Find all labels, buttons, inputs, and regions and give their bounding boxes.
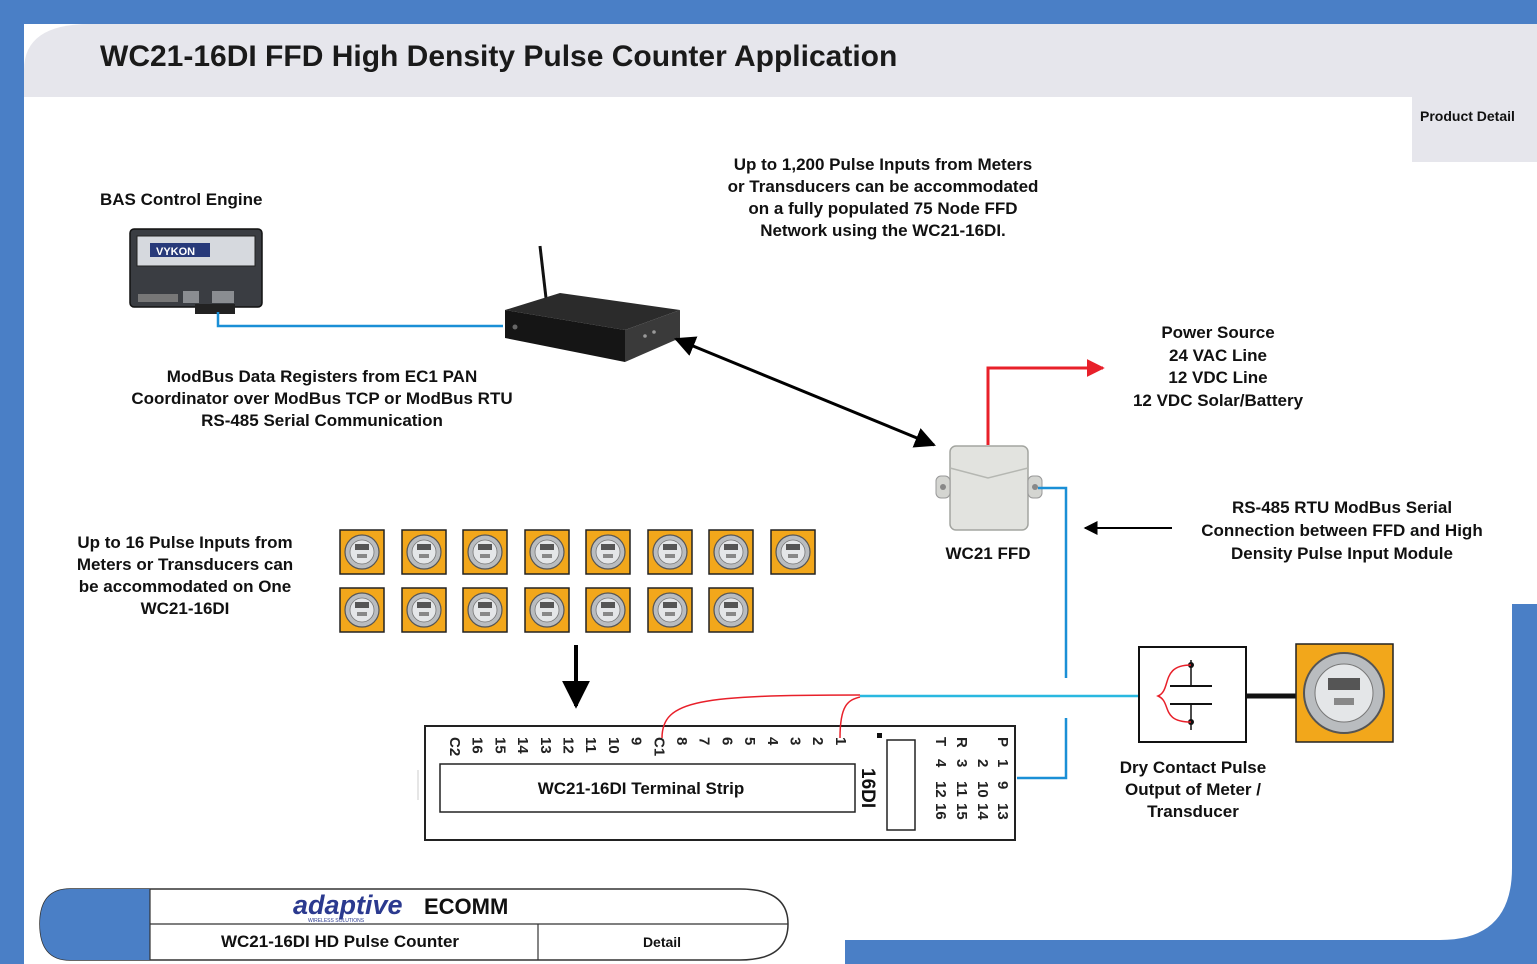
company-name: ECOMM — [424, 894, 508, 919]
terminal-label: 5 — [741, 737, 758, 745]
terminal-label: 4 — [764, 737, 781, 746]
terminal-label: 14 — [514, 737, 531, 754]
terminal-label: 4 — [932, 759, 949, 768]
terminal-label: 16 — [469, 737, 486, 754]
bas-engine-label: BAS Control Engine — [100, 190, 263, 209]
terminal-label: T — [932, 737, 949, 746]
pulse-meter-device — [1295, 643, 1394, 743]
terminal-label: 9 — [994, 781, 1011, 789]
terminal-label: 10 — [605, 737, 622, 754]
terminal-label: 11 — [953, 781, 970, 797]
product-detail-label: Product Detail — [1420, 108, 1515, 124]
gateway-device — [505, 245, 680, 362]
terminal-label: 15 — [953, 803, 970, 820]
wc21-16di-module — [424, 725, 1016, 841]
terminal-labels-right: P 1 9 13 2 10 14 R 3 11 15 T 4 12 16 — [932, 737, 1011, 820]
terminal-label: 2 — [974, 759, 991, 767]
terminal-label: R — [953, 737, 970, 748]
logo-subtitle: WIRELESS SOLUTIONS — [308, 918, 365, 924]
terminal-label: 15 — [491, 737, 508, 754]
terminal-label: 11 — [582, 737, 599, 753]
device-brand-label: VYKON — [156, 246, 195, 258]
terminal-strip-label: WC21-16DI Terminal Strip — [538, 779, 745, 798]
wc21-ffd-device — [935, 445, 1043, 531]
terminal-label: 3 — [787, 737, 804, 745]
power-line — [986, 359, 1105, 445]
terminal-label: 6 — [718, 737, 735, 745]
terminal-label: 12 — [932, 781, 949, 798]
terminal-label: C1 — [650, 737, 667, 756]
terminal-label: C2 — [446, 737, 463, 756]
pulse-wire-input-1 — [839, 696, 861, 739]
doc-type: Detail — [643, 934, 681, 950]
terminal-label: 1 — [994, 759, 1011, 767]
adaptive-logo: adaptive — [293, 890, 403, 920]
terminal-label: 12 — [560, 737, 577, 754]
page-title: WC21-16DI FFD High Density Pulse Counter… — [100, 40, 898, 73]
terminal-label: P — [994, 737, 1011, 747]
module-name-label: 16DI — [857, 768, 878, 808]
bas-controller-device: VYKON — [129, 228, 263, 314]
terminal-label: 16 — [932, 803, 949, 820]
dry-contact-box — [1138, 646, 1247, 743]
terminal-label: 13 — [994, 803, 1011, 820]
terminal-label: 9 — [628, 737, 645, 745]
wireless-link-arrow — [674, 336, 936, 448]
terminal-label: 10 — [974, 781, 991, 798]
doc-title: WC21-16DI HD Pulse Counter — [221, 932, 459, 951]
terminal-label: 3 — [953, 759, 970, 767]
terminal-label: 8 — [673, 737, 690, 745]
ffd-label: WC21 FFD — [945, 544, 1031, 563]
terminal-label: 14 — [974, 803, 991, 820]
rs485-cable-module — [1017, 718, 1068, 780]
terminal-label: 2 — [809, 737, 826, 745]
terminal-label: 7 — [696, 737, 713, 745]
product-detail-tab[interactable]: Product Detail — [1412, 97, 1537, 162]
bas-gateway-link — [216, 312, 503, 328]
terminal-label: 1 — [832, 737, 849, 745]
terminal-label: 13 — [537, 737, 554, 754]
pulse-wire-common — [661, 694, 861, 739]
rs485-cable — [1038, 486, 1068, 678]
